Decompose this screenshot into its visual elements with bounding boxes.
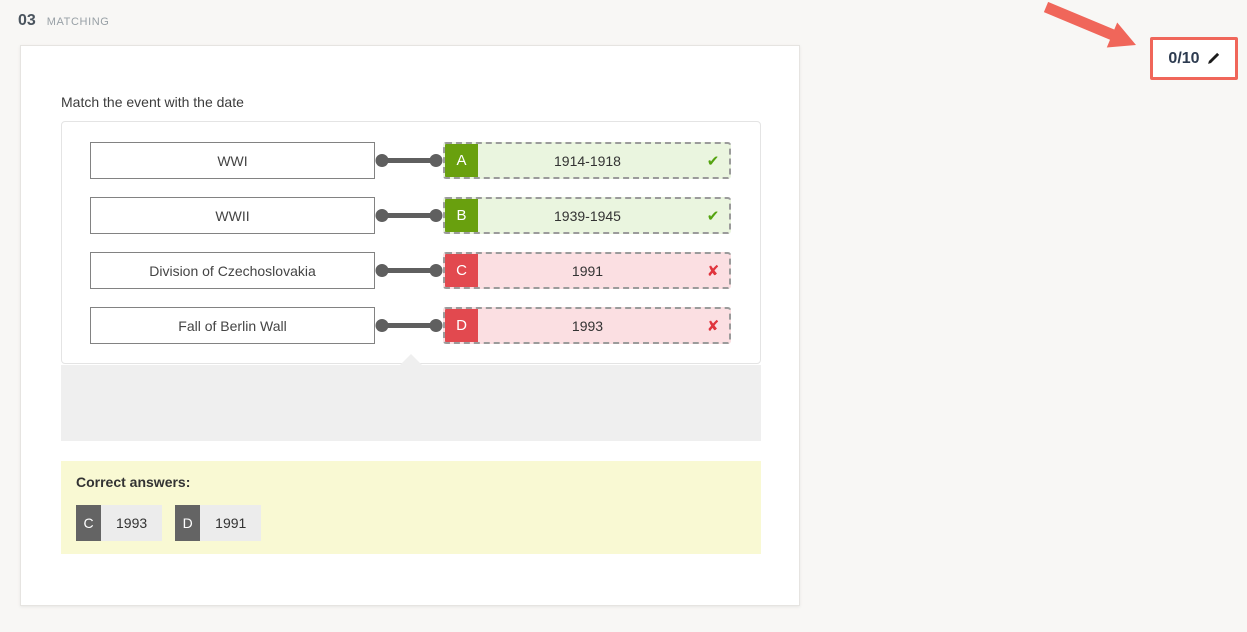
x-icon: ✘: [706, 262, 720, 280]
answer-letter-badge: B: [445, 199, 478, 232]
chip-letter-badge: D: [175, 505, 201, 541]
answer-drop-zone[interactable]: D 1993 ✘: [443, 307, 731, 344]
answer-value: 1991: [571, 262, 604, 279]
check-icon: ✔: [706, 152, 720, 170]
answer-drop-zone[interactable]: A 1914-1918 ✔: [443, 142, 731, 179]
question-prompt: Match the event with the date: [61, 94, 244, 110]
question-card: Match the event with the date WWI A 1914…: [20, 45, 800, 606]
correct-answer-chip: D 1991: [175, 505, 262, 541]
chip-answer-value: 1991: [200, 505, 262, 541]
event-box[interactable]: Division of Czechoslovakia: [90, 252, 375, 289]
correct-answers-section: Correct answers: C 1993 D 1991: [61, 461, 761, 554]
answer-drop-zone[interactable]: C 1991 ✘: [443, 252, 731, 289]
matching-area: WWI A 1914-1918 ✔ WWII B 1939-1945 ✔: [61, 121, 761, 364]
connector-line: [375, 154, 443, 167]
answer-value: 1939-1945: [554, 207, 621, 224]
question-header: 03 MATCHING: [18, 12, 109, 30]
pencil-icon: [1207, 52, 1219, 64]
event-label: Fall of Berlin Wall: [178, 317, 287, 334]
connector-line: [375, 264, 443, 277]
correct-answer-chips: C 1993 D 1991: [76, 505, 746, 541]
answer-drop-zone[interactable]: B 1939-1945 ✔: [443, 197, 731, 234]
connector-line: [375, 209, 443, 222]
match-row: Division of Czechoslovakia C 1991 ✘: [90, 252, 760, 289]
answer-letter-badge: A: [445, 144, 478, 177]
chip-answer-value: 1993: [101, 505, 163, 541]
score-value: 0/10: [1168, 49, 1200, 67]
match-rows: WWI A 1914-1918 ✔ WWII B 1939-1945 ✔: [62, 142, 760, 344]
correct-answer-chip: C 1993: [76, 505, 163, 541]
match-row: Fall of Berlin Wall D 1993 ✘: [90, 307, 760, 344]
connector-line: [375, 319, 443, 332]
answer-value: 1914-1918: [554, 152, 621, 169]
chip-letter-badge: C: [76, 505, 101, 541]
match-row: WWI A 1914-1918 ✔: [90, 142, 760, 179]
event-box[interactable]: WWI: [90, 142, 375, 179]
correct-answers-label: Correct answers:: [76, 474, 191, 490]
event-label: Division of Czechoslovakia: [149, 262, 316, 279]
annotation-arrow: [1043, 2, 1136, 48]
answer-letter-badge: C: [445, 254, 478, 287]
question-number: 03: [18, 12, 36, 29]
match-row: WWII B 1939-1945 ✔: [90, 197, 760, 234]
score-badge[interactable]: 0/10: [1150, 37, 1238, 80]
question-type-label: MATCHING: [46, 16, 110, 28]
check-icon: ✔: [706, 207, 720, 225]
event-box[interactable]: WWII: [90, 197, 375, 234]
answer-letter-badge: D: [445, 309, 478, 342]
event-box[interactable]: Fall of Berlin Wall: [90, 307, 375, 344]
event-label: WWII: [215, 207, 250, 224]
x-icon: ✘: [706, 317, 720, 335]
answer-value: 1993: [571, 317, 604, 334]
event-label: WWI: [217, 152, 248, 169]
choices-drop-area[interactable]: [61, 354, 761, 441]
caret-up-icon: [400, 354, 422, 365]
